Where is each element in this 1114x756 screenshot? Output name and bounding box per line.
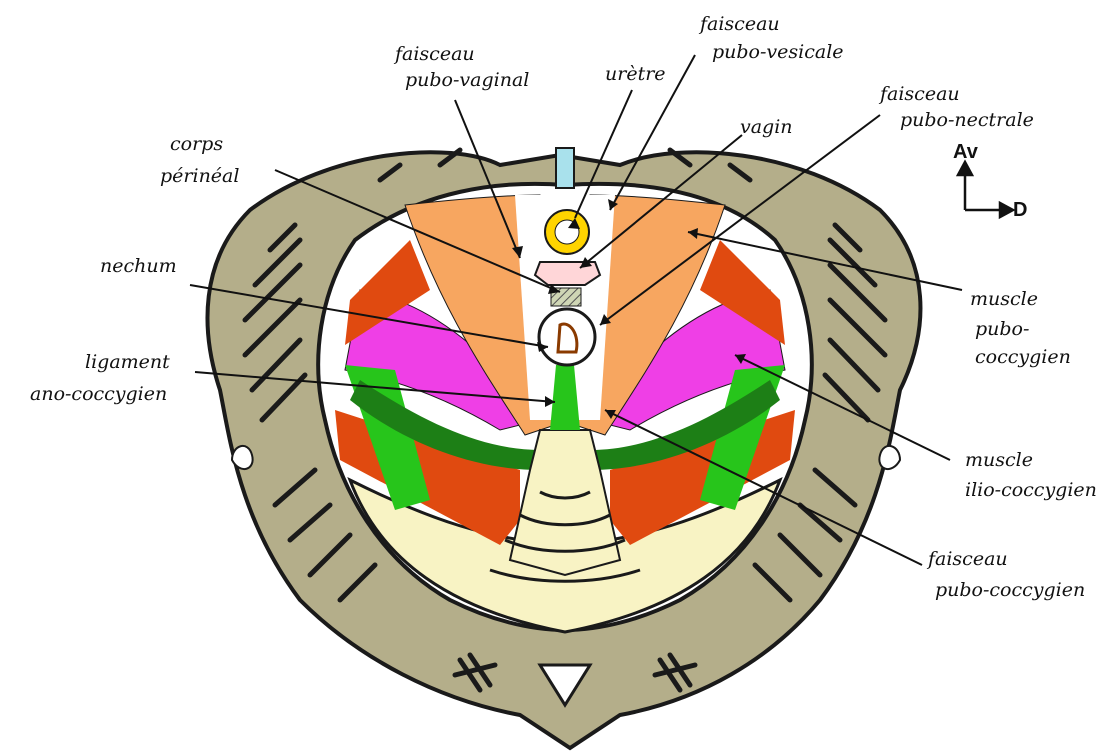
svg-text:pubo-nectrale: pubo-nectrale <box>900 109 1034 131</box>
svg-text:urètre: urètre <box>605 63 666 85</box>
uretre-bar <box>556 148 574 188</box>
label-faisceau-pubo-vesicale: faisceau pubo-vesicale <box>698 13 844 63</box>
label-uretre: urètre <box>605 63 666 85</box>
svg-text:pubo-vaginal: pubo-vaginal <box>405 69 529 91</box>
svg-text:faisceau: faisceau <box>393 43 475 65</box>
svg-text:faisceau: faisceau <box>926 548 1008 570</box>
svg-text:pubo-: pubo- <box>975 318 1029 340</box>
svg-text:pubo-coccygien: pubo-coccygien <box>935 579 1085 601</box>
orientation-up-label: Av <box>953 141 979 163</box>
label-vagin: vagin <box>740 116 793 138</box>
svg-text:ligament: ligament <box>85 351 170 373</box>
label-rectum: nechum <box>100 255 177 277</box>
orientation-right-label: D <box>1013 199 1027 221</box>
svg-text:périnéal: périnéal <box>160 165 239 187</box>
label-ligament-ano-coccygien: ligament ano-coccygien <box>30 351 170 405</box>
foramen-right <box>879 446 900 469</box>
label-corps-perineal: corps périnéal <box>160 133 239 187</box>
svg-text:ano-coccygien: ano-coccygien <box>30 383 167 405</box>
label-faisceau-pubo-vaginal: faisceau pubo-vaginal <box>393 43 529 91</box>
svg-text:pubo-vesicale: pubo-vesicale <box>712 41 844 63</box>
label-muscle-ilio-coccygien: muscle ilio-coccygien <box>965 449 1097 501</box>
label-muscle-pubo-coccygien: muscle pubo- coccygien <box>970 288 1071 368</box>
svg-text:faisceau: faisceau <box>878 83 960 105</box>
foramen-left <box>232 446 253 469</box>
svg-text:faisceau: faisceau <box>698 13 780 35</box>
svg-text:corps: corps <box>170 133 223 155</box>
svg-text:nechum: nechum <box>100 255 177 277</box>
svg-text:muscle: muscle <box>970 288 1038 310</box>
svg-text:muscle: muscle <box>965 449 1033 471</box>
label-faisceau-pubo-rectale: faisceau pubo-nectrale <box>878 83 1034 131</box>
svg-text:vagin: vagin <box>740 116 793 138</box>
orientation-arrows-icon <box>958 162 1013 217</box>
svg-text:ilio-coccygien: ilio-coccygien <box>965 479 1097 501</box>
svg-text:coccygien: coccygien <box>975 346 1071 368</box>
label-faisceau-pubo-coccygien: faisceau pubo-coccygien <box>926 548 1085 601</box>
